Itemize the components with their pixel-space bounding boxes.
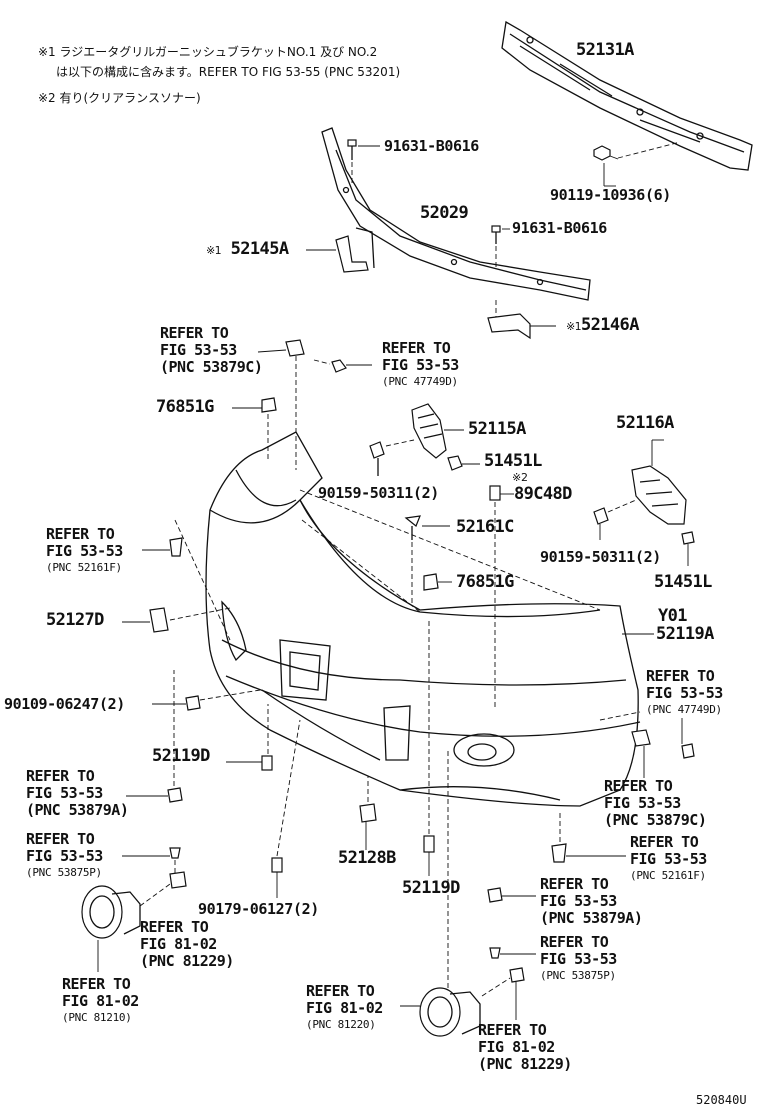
part-52119a: 52119A bbox=[656, 624, 714, 644]
bumper-reinforcement-drawing bbox=[501, 20, 753, 171]
part-52127d: 52127D bbox=[46, 610, 104, 630]
part-90159-50311-a: 90159-50311(2) bbox=[318, 484, 439, 502]
part-52119d-a: 52119D bbox=[152, 746, 210, 766]
bolt-91631-b-drawing bbox=[491, 225, 510, 318]
part-51451l-b: 51451L bbox=[654, 572, 712, 592]
sensor-89c48d-drawing bbox=[489, 485, 514, 710]
clip-47749d-b-drawing bbox=[681, 718, 695, 759]
clip-53875p-a-drawing bbox=[122, 847, 181, 876]
part-52116a: 52116A bbox=[616, 413, 674, 433]
part-90159-50311-b: 90159-50311(2) bbox=[540, 548, 661, 566]
part-89c48d: 89C48D bbox=[514, 484, 572, 504]
screw-47749d-drawing bbox=[313, 359, 372, 373]
bumper-support-drawing bbox=[321, 127, 591, 301]
part-52119d-b: 52119D bbox=[402, 878, 460, 898]
bumper-cover-drawing bbox=[174, 431, 654, 807]
part-90109-06247: 90109-06247(2) bbox=[4, 695, 125, 713]
reflector-52127d-drawing bbox=[122, 607, 231, 633]
part-52115a: 52115A bbox=[468, 419, 526, 439]
marker-1-a: ※1 bbox=[206, 244, 222, 257]
part-52128b: 52128B bbox=[338, 848, 396, 868]
part-91631-b0616-a: 91631-B0616 bbox=[384, 137, 479, 155]
marker-1-b: ※1 bbox=[566, 320, 582, 333]
part-90119-10936: 90119-10936(6) bbox=[550, 186, 671, 204]
nut-53879a-b-drawing bbox=[487, 887, 536, 903]
bolt-90119-drawing bbox=[593, 141, 681, 187]
bracket-52115a-drawing bbox=[411, 403, 464, 459]
fog-lamp-center-drawing bbox=[400, 750, 525, 1037]
note-2: ※2 有り(クリアランスソナー) bbox=[38, 91, 201, 105]
screw-90159-b-drawing bbox=[593, 499, 637, 540]
bracket-52145a-drawing bbox=[306, 227, 375, 273]
clip-53879c-b-drawing bbox=[631, 729, 651, 778]
clip-52161c-drawing bbox=[404, 515, 450, 606]
part-52029: 52029 bbox=[420, 203, 469, 223]
clip-76851g-a-drawing bbox=[232, 397, 277, 460]
clip-52161f-a-drawing bbox=[142, 537, 183, 557]
note-1-line-2: は以下の構成に含みます。REFER TO FIG 53-55 (PNC 5320… bbox=[56, 65, 401, 79]
clip-53875p-b-drawing bbox=[489, 947, 536, 959]
part-52161c: 52161C bbox=[456, 517, 514, 537]
nut-90179-drawing bbox=[271, 719, 301, 898]
part-52131a: 52131A bbox=[576, 40, 634, 60]
part-52146a: 52146A bbox=[581, 315, 639, 335]
bolt-90109-drawing bbox=[152, 689, 261, 711]
clip-76851g-b-drawing bbox=[423, 573, 452, 591]
part-51451l-a: 51451L bbox=[484, 451, 542, 471]
screw-90159-a-drawing bbox=[369, 439, 415, 476]
bolt-91631-a-drawing bbox=[347, 139, 380, 184]
nut-53879a-a-drawing bbox=[126, 670, 183, 803]
bracket-52116a-drawing bbox=[631, 439, 687, 525]
marker-2: ※2 bbox=[512, 471, 528, 484]
part-76851g-a: 76851G bbox=[156, 397, 214, 417]
clip-52161f-b-drawing bbox=[551, 812, 626, 863]
part-91631-b0616-b: 91631-B0616 bbox=[512, 219, 607, 237]
clip-53879c-drawing bbox=[257, 339, 305, 470]
part-y01: Y01 bbox=[658, 606, 688, 626]
part-76851g-b: 76851G bbox=[456, 572, 514, 592]
note-1-line-1: ※1 ラジエータグリルガーニッシュブラケットNO.1 及び NO.2 bbox=[38, 45, 378, 59]
diagram-id: 520840U bbox=[696, 1093, 747, 1107]
nut-51451l-a-drawing bbox=[447, 455, 480, 471]
clip-52119d-b-drawing bbox=[423, 620, 435, 876]
clip-52119d-a-drawing bbox=[226, 704, 273, 771]
part-52145a: 52145A bbox=[230, 239, 289, 259]
nut-51451l-b-drawing bbox=[681, 531, 695, 566]
fog-lamp-left-drawing bbox=[81, 871, 187, 972]
part-90179-06127: 90179-06127(2) bbox=[198, 900, 319, 918]
clip-52128b-drawing bbox=[359, 776, 377, 850]
bracket-52146a-drawing bbox=[487, 313, 556, 340]
